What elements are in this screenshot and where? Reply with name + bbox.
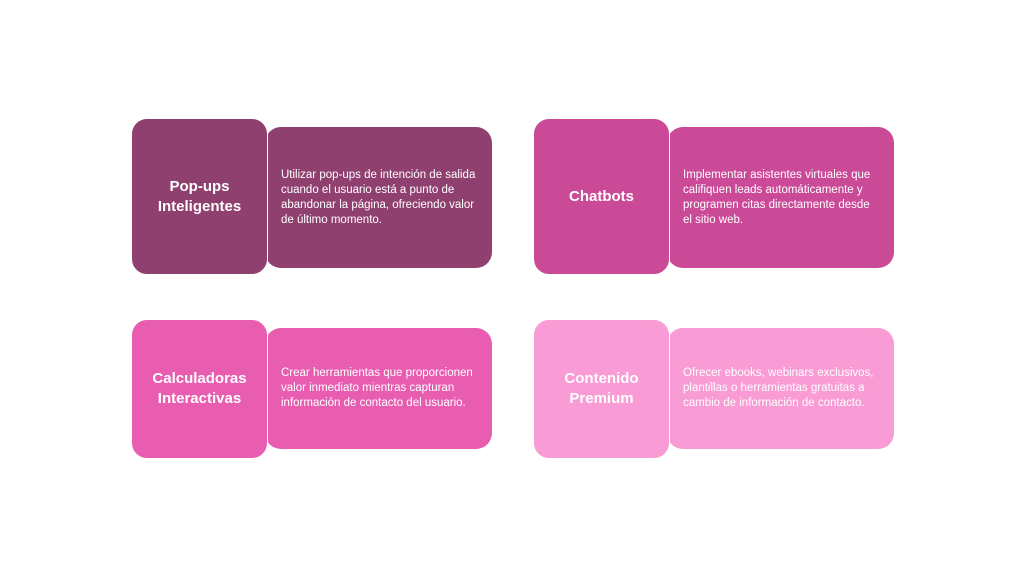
- card-description-box: Implementar asistentes virtuales que cal…: [667, 127, 894, 268]
- card-description: Implementar asistentes virtuales que cal…: [683, 168, 871, 226]
- card-title: Pop-ups Inteligentes: [131, 118, 268, 275]
- card-description-box: Crear herramientas que proporcionen valo…: [265, 328, 492, 449]
- card-contenido-premium: Contenido Premium Ofrecer ebooks, webina…: [533, 319, 897, 479]
- card-description-box: Ofrecer ebooks, webinars exclusivos, pla…: [667, 328, 894, 449]
- card-description-box: Utilizar pop-ups de intención de salida …: [265, 127, 492, 268]
- card-chatbots: Chatbots Implementar asistentes virtuale…: [533, 118, 897, 278]
- card-calculadoras: Calculadoras Interactivas Crear herramie…: [131, 319, 495, 479]
- card-description: Ofrecer ebooks, webinars exclusivos, pla…: [683, 367, 874, 409]
- card-title: Calculadoras Interactivas: [131, 319, 268, 459]
- card-description: Crear herramientas que proporcionen valo…: [281, 367, 473, 409]
- card-pop-ups: Pop-ups Inteligentes Utilizar pop-ups de…: [131, 118, 495, 278]
- card-description: Utilizar pop-ups de intención de salida …: [281, 168, 476, 226]
- card-title: Chatbots: [533, 118, 670, 275]
- card-title: Contenido Premium: [533, 319, 670, 459]
